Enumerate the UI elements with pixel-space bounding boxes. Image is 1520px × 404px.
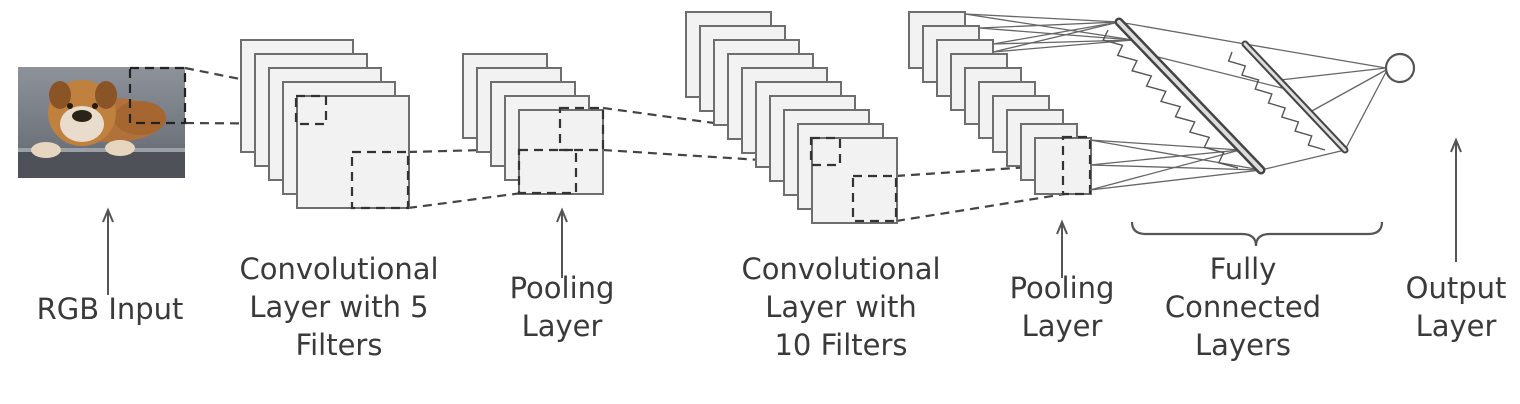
fc-connection [964, 13, 1120, 23]
pool2-feature-maps [908, 11, 1092, 195]
fc-connection [1344, 71, 1387, 151]
label-line: Filters [295, 328, 383, 362]
fc-connection [992, 39, 1134, 45]
fc-bracket [1130, 221, 1384, 247]
label-conv1: Convolutional Layer with 5 Filters [234, 250, 444, 364]
arrow-up-icon [102, 207, 114, 295]
label-line: Convolutional [239, 252, 439, 286]
label-pool1: Pooling Layer [500, 269, 624, 345]
label-fc: Fully Connected Layers [1158, 250, 1328, 364]
fc-connection [978, 27, 1134, 41]
label-line: 10 Filters [774, 328, 908, 362]
label-line: Output [1405, 271, 1507, 305]
arrow-up-icon [1056, 219, 1068, 278]
fc-connection [1089, 139, 1262, 171]
fc-connection [1149, 54, 1291, 91]
fc-layer-1-bar-inner [1117, 20, 1263, 172]
pool1-feature-maps [462, 53, 604, 195]
fc-connection-lines [964, 13, 1387, 191]
pool1-receptive-box-top [558, 106, 605, 152]
input-receptive-field [128, 66, 187, 125]
fc-zigzag [1102, 29, 1326, 169]
label-line: RGB Input [36, 292, 184, 326]
pool1-receptive-box-bottom [517, 148, 578, 195]
label-line: Pooling [1009, 271, 1115, 305]
label-output: Output Layer [1396, 269, 1516, 345]
receptive-boxes [294, 94, 1092, 223]
conv1-receptive-box-bottom [350, 150, 410, 210]
pool2-receptive-box [1061, 135, 1092, 196]
label-line: Layer [1021, 309, 1103, 343]
label-line: Fully [1209, 252, 1277, 286]
conv1-receptive-box-top [294, 94, 328, 126]
arrows [102, 137, 1462, 295]
fc-connection [992, 21, 1120, 45]
proj-input-to-conv1-bottom [184, 121, 326, 126]
fc-connection [1089, 139, 1241, 151]
conv1-feature-maps [240, 39, 410, 209]
label-rgb-input: RGB Input [20, 290, 200, 328]
conv2-receptive-box-top [809, 136, 842, 167]
fc-connection [1089, 169, 1262, 191]
fc-connection [1118, 21, 1246, 45]
proj-conv2-to-pool2-top [895, 161, 1091, 178]
fc-layer-2-bar-inner [1243, 42, 1347, 152]
dog-photo [18, 67, 185, 178]
fc-connection [1309, 69, 1387, 113]
fc-connection [978, 21, 1120, 29]
label-line: Layer with [765, 290, 917, 324]
label-line: Layer with 5 [249, 290, 429, 324]
arrow-up-icon [556, 207, 568, 278]
label-conv2: Convolutional Layer with 10 Filters [736, 250, 946, 364]
arrow-up-icon [1450, 137, 1462, 262]
label-line: Layer [1415, 309, 1497, 343]
label-line: Layer [521, 309, 603, 343]
conv2-feature-map [811, 137, 898, 224]
fc-connection [1089, 149, 1241, 166]
proj-input-to-conv1-top [184, 66, 326, 98]
fc-layer-bars [1114, 17, 1349, 175]
proj-conv2-to-pool2-bottom [895, 188, 1091, 223]
conv2-feature-maps [685, 11, 898, 224]
label-line: Convolutional [741, 252, 941, 286]
fc-connection [1260, 149, 1346, 171]
fc-connection [1089, 149, 1241, 191]
output-node [1384, 52, 1416, 84]
label-line: Layers [1195, 328, 1291, 362]
fc-layer-1-zigzag [1102, 29, 1239, 169]
fc-layer-2-zigzag [1227, 51, 1326, 151]
fc-connection [1279, 67, 1387, 81]
fc-connection [1244, 43, 1387, 69]
label-line: Connected [1164, 290, 1322, 324]
label-line: Pooling [509, 271, 615, 305]
label-pool2: Pooling Layer [1000, 269, 1124, 345]
conv2-receptive-box-bottom [851, 174, 898, 223]
fc-connection [992, 21, 1120, 53]
